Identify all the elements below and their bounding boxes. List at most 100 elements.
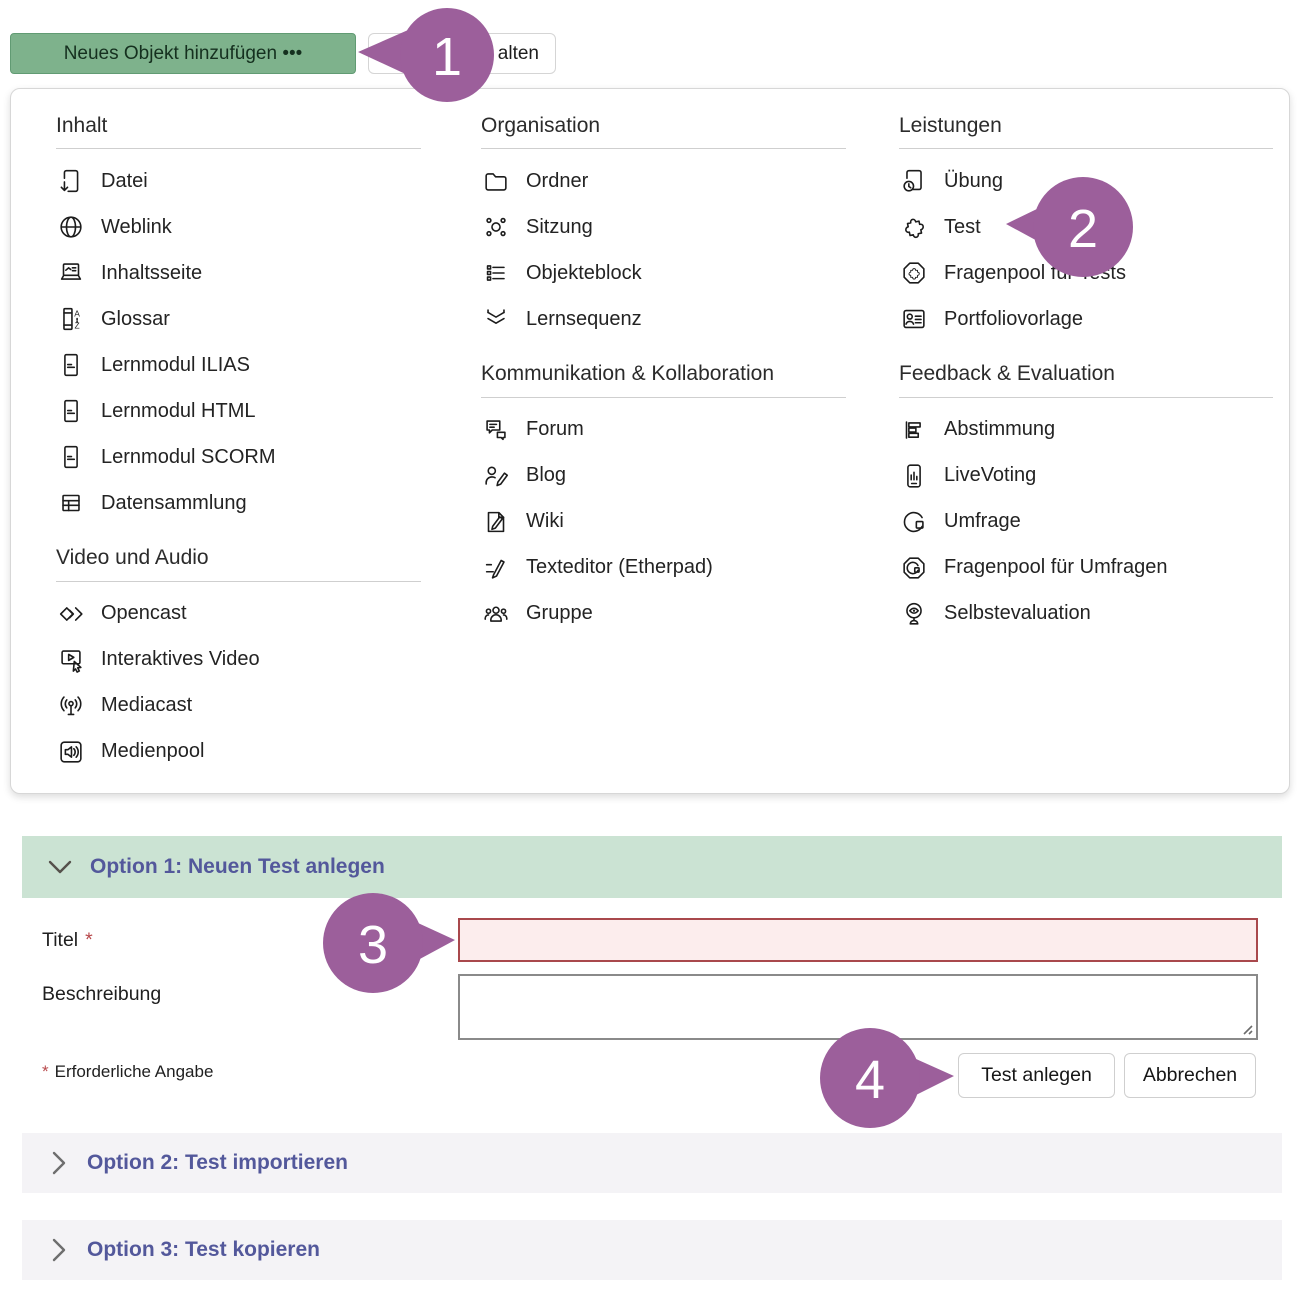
menu-item-label: Fragenpool für Tests bbox=[944, 261, 1126, 284]
chevron-right-icon bbox=[52, 1238, 66, 1262]
menu-item-label: LiveVoting bbox=[944, 464, 1037, 486]
resize-handle-icon[interactable] bbox=[1240, 1022, 1254, 1036]
option2-header[interactable]: Option 2: Test importieren bbox=[22, 1133, 1282, 1193]
required-note-text: Erforderliche Angabe bbox=[54, 1062, 214, 1081]
menu-item-lernmodul-scorm[interactable]: Lernmodul SCORM bbox=[56, 434, 421, 480]
interactive-video-icon bbox=[56, 645, 86, 675]
opencast-icon bbox=[56, 599, 86, 629]
option2-title: Option 2: Test importieren bbox=[87, 1151, 348, 1174]
learning-sequence-icon bbox=[481, 304, 511, 334]
menu-item-test[interactable]: Test bbox=[899, 204, 1273, 250]
label-text: Beschreibung bbox=[42, 982, 162, 1005]
partially-hidden-button[interactable]: alten bbox=[368, 33, 556, 74]
add-object-button[interactable]: Neues Objekt hinzufügen ••• bbox=[10, 33, 356, 74]
self-evaluation-icon bbox=[899, 599, 929, 629]
menu-item-label: Ordner bbox=[526, 169, 589, 192]
menu-item-label: Wiki bbox=[526, 510, 564, 532]
menu-item-label: Glossar bbox=[101, 307, 170, 330]
menu-item-texteditor-etherpad[interactable]: Texteditor (Etherpad) bbox=[481, 545, 846, 591]
menu-item-portfoliovorlage[interactable]: Portfoliovorlage bbox=[899, 296, 1273, 342]
section-leistungen: Leistungen Übung Test Fragenpool für Tes… bbox=[899, 113, 1273, 342]
menu-item-fragenpool-fuer-umfragen[interactable]: Fragenpool für Umfragen bbox=[899, 545, 1273, 591]
menu-item-mediacast[interactable]: Mediacast bbox=[56, 683, 421, 729]
option3-header[interactable]: Option 3: Test kopieren bbox=[22, 1220, 1282, 1280]
menu-item-blog[interactable]: Blog bbox=[481, 453, 846, 499]
menu-item-abstimmung[interactable]: Abstimmung bbox=[899, 407, 1273, 453]
globe-icon bbox=[56, 212, 86, 242]
menu-item-label: Medienpool bbox=[101, 740, 205, 762]
menu-item-label: Übung bbox=[944, 169, 1003, 192]
description-textarea[interactable] bbox=[458, 974, 1258, 1040]
menu-item-opencast[interactable]: Opencast bbox=[56, 591, 421, 637]
menu-item-weblink[interactable]: Weblink bbox=[56, 204, 421, 250]
section-title: Inhalt bbox=[56, 113, 421, 150]
glossary-icon bbox=[56, 304, 86, 334]
menu-item-medienpool[interactable]: Medienpool bbox=[56, 729, 421, 775]
menu-item-label: Forum bbox=[526, 418, 584, 440]
session-icon bbox=[481, 212, 511, 242]
section-title: Feedback & Evaluation bbox=[899, 361, 1273, 398]
menu-item-fragenpool-fuer-tests[interactable]: Fragenpool für Tests bbox=[899, 250, 1273, 296]
data-table-icon bbox=[56, 488, 86, 518]
blog-icon bbox=[481, 461, 511, 491]
menu-item-label: Selbstevaluation bbox=[944, 602, 1091, 624]
required-star: * bbox=[42, 1062, 49, 1081]
create-test-button[interactable]: Test anlegen bbox=[958, 1053, 1115, 1098]
poll-icon bbox=[899, 415, 929, 445]
menu-item-datei[interactable]: Datei bbox=[56, 158, 421, 204]
add-object-dropdown-panel: Inhalt Datei Weblink Inhaltsseite Glossa… bbox=[10, 88, 1290, 794]
learning-module-icon bbox=[56, 442, 86, 472]
dropdown-column-organisation: Organisation Ordner Sitzung Objekteblock… bbox=[481, 113, 846, 637]
menu-item-inhaltsseite[interactable]: Inhaltsseite bbox=[56, 250, 421, 296]
option1-title: Option 1: Neuen Test anlegen bbox=[90, 855, 385, 878]
menu-item-lernmodul-html[interactable]: Lernmodul HTML bbox=[56, 388, 421, 434]
menu-item-label: Datensammlung bbox=[101, 491, 247, 514]
menu-item-label: Lernsequenz bbox=[526, 307, 642, 330]
menu-item-datensammlung[interactable]: Datensammlung bbox=[56, 480, 421, 526]
title-field-label: Titel * bbox=[42, 918, 93, 962]
menu-item-umfrage[interactable]: Umfrage bbox=[899, 499, 1273, 545]
required-note: * Erforderliche Angabe bbox=[42, 1062, 213, 1082]
menu-item-interaktives-video[interactable]: Interaktives Video bbox=[56, 637, 421, 683]
menu-item-wiki[interactable]: Wiki bbox=[481, 499, 846, 545]
menu-item-forum[interactable]: Forum bbox=[481, 407, 846, 453]
menu-item-label: Abstimmung bbox=[944, 418, 1056, 440]
menu-item-ordner[interactable]: Ordner bbox=[481, 158, 846, 204]
menu-item-gruppe[interactable]: Gruppe bbox=[481, 591, 846, 637]
menu-item-label: Lernmodul ILIAS bbox=[101, 353, 250, 376]
section-kommunikation-kollaboration: Kommunikation & Kollaboration Forum Blog… bbox=[481, 361, 846, 636]
text-editor-icon bbox=[481, 553, 511, 583]
menu-item-label: Inhaltsseite bbox=[101, 261, 203, 284]
menu-item-label: Gruppe bbox=[526, 602, 593, 624]
option1-header[interactable]: Option 1: Neuen Test anlegen bbox=[22, 836, 1282, 898]
callout-4: 4 bbox=[820, 1028, 954, 1128]
callout-3-number: 3 bbox=[358, 915, 388, 975]
menu-item-label: Weblink bbox=[101, 215, 172, 238]
title-input[interactable] bbox=[458, 918, 1258, 962]
survey-icon bbox=[899, 507, 929, 537]
group-icon bbox=[481, 599, 511, 629]
menu-item-label: Fragenpool für Umfragen bbox=[944, 556, 1168, 578]
menu-item-livevoting[interactable]: LiveVoting bbox=[899, 453, 1273, 499]
menu-item-lernsequenz[interactable]: Lernsequenz bbox=[481, 296, 846, 342]
cancel-button[interactable]: Abbrechen bbox=[1124, 1053, 1256, 1098]
menu-item-lernmodul-ilias[interactable]: Lernmodul ILIAS bbox=[56, 342, 421, 388]
menu-item-label: Test bbox=[944, 215, 981, 238]
menu-item-objekteblock[interactable]: Objekteblock bbox=[481, 250, 846, 296]
menu-item-selbstevaluation[interactable]: Selbstevaluation bbox=[899, 591, 1273, 637]
menu-item-label: Interaktives Video bbox=[101, 648, 260, 670]
callout-4-number: 4 bbox=[855, 1050, 885, 1110]
menu-item-glossar[interactable]: Glossar bbox=[56, 296, 421, 342]
option3-title: Option 3: Test kopieren bbox=[87, 1238, 320, 1261]
section-video-und-audio: Video und Audio Opencast Interaktives Vi… bbox=[56, 545, 421, 774]
description-field-label: Beschreibung bbox=[42, 974, 161, 1014]
media-pool-icon bbox=[56, 737, 86, 767]
menu-item-label: Opencast bbox=[101, 602, 187, 624]
chevron-down-icon bbox=[48, 860, 72, 873]
learning-module-icon bbox=[56, 350, 86, 380]
menu-item-uebung[interactable]: Übung bbox=[899, 158, 1273, 204]
section-organisation: Organisation Ordner Sitzung Objekteblock… bbox=[481, 113, 846, 342]
menu-item-sitzung[interactable]: Sitzung bbox=[481, 204, 846, 250]
section-title: Video und Audio bbox=[56, 545, 421, 582]
menu-item-label: Datei bbox=[101, 169, 148, 192]
